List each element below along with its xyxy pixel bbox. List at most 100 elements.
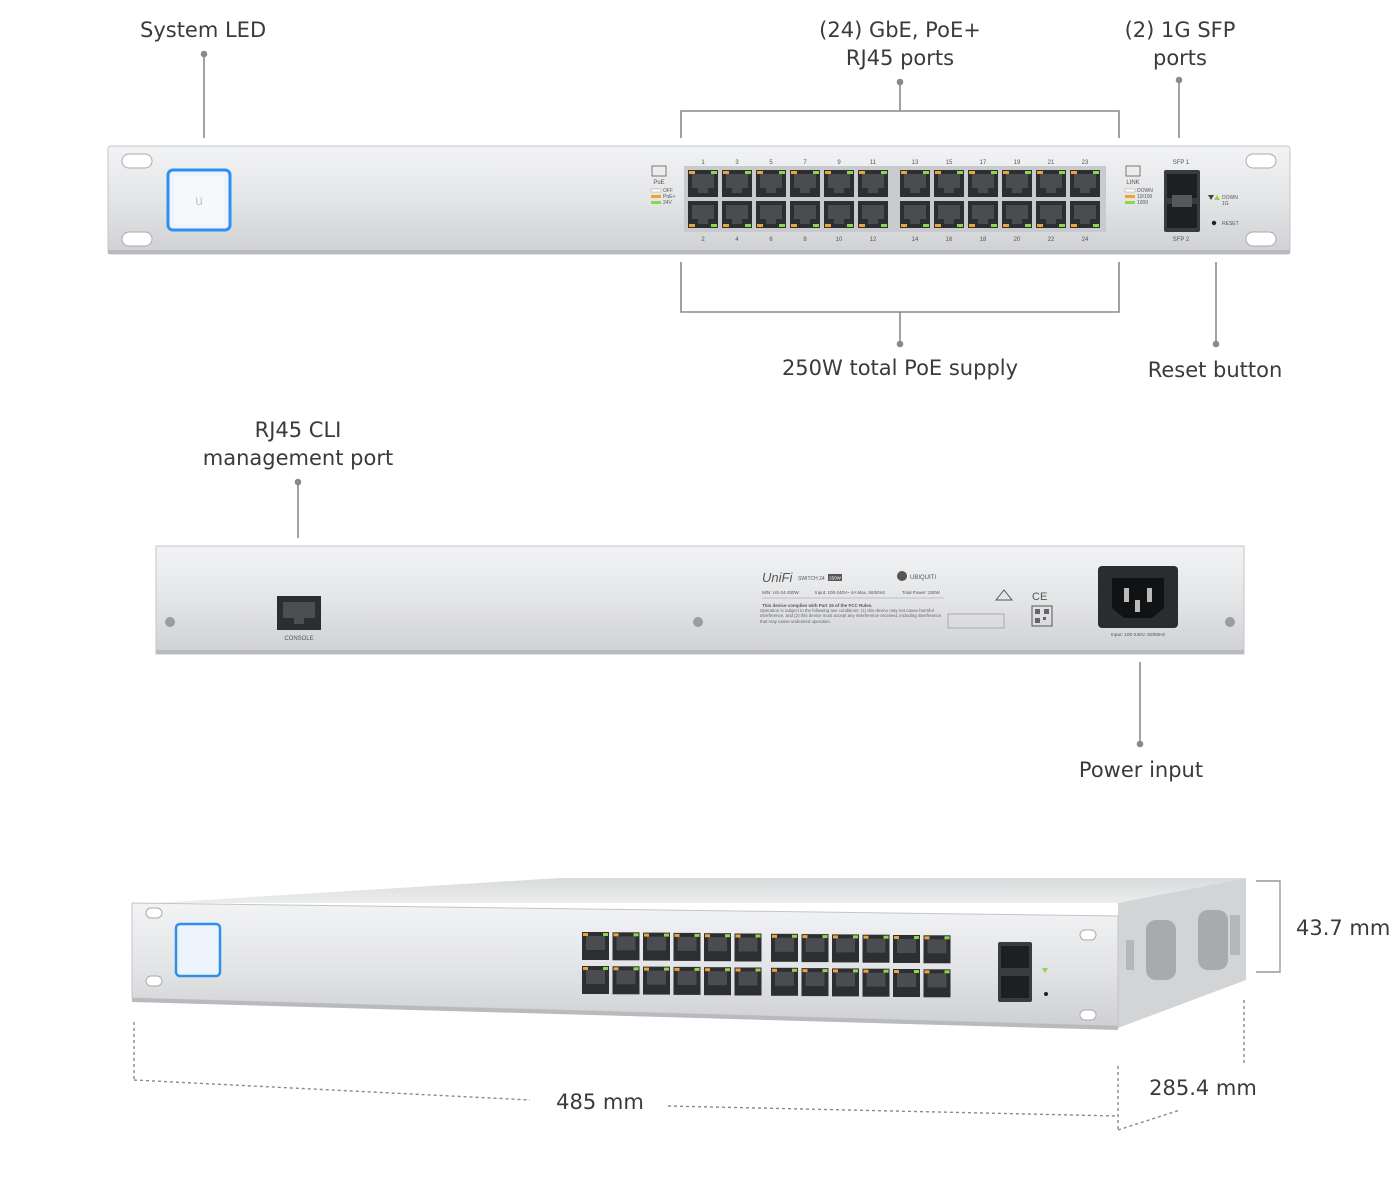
rj45-port (1002, 201, 1032, 228)
perspective-port-block (582, 932, 951, 998)
sfp2-label: SFP 2 (1173, 237, 1190, 243)
rj45-port (1002, 170, 1032, 197)
callout-power-input: Power input (1078, 758, 1204, 782)
rj45-port (934, 170, 964, 197)
port-number: 7 (803, 160, 807, 166)
rj45-port (790, 201, 820, 228)
callout-gbe-line2: RJ45 ports (845, 46, 955, 70)
perspective-rj45-port (832, 968, 859, 997)
callout-cli-line2: management port (202, 446, 394, 470)
callout-poe-supply: 250W total PoE supply (781, 356, 1019, 380)
port-number: 5 (769, 160, 773, 166)
perspective-rj45-port (832, 934, 859, 963)
fcc-text: Operation is subject to the following tw… (760, 608, 942, 624)
rj45-port (756, 170, 786, 197)
port-number: 17 (980, 160, 987, 166)
link-label: LINK (1126, 180, 1139, 186)
sfp-ports: SFP 1 SFP 2 DOWN 1G RESET (1164, 160, 1239, 243)
callout-cli-line1: RJ45 CLI (254, 418, 342, 442)
reset-label: RESET (1222, 221, 1239, 227)
front-panel: u PoE OFF PoE+ 24V 123456789101112131415… (107, 145, 1291, 255)
poe-legend-item: PoE+ (663, 194, 675, 200)
power-inlet-icon: Input: 100-240V, 50/60Hz (1098, 566, 1178, 638)
link-legend-item: DOWN (1137, 188, 1153, 194)
perspective-rj45-port (673, 932, 701, 961)
poe-legend-item: OFF (663, 188, 673, 194)
dimension-depth: 285.4 mm (1149, 1076, 1257, 1100)
port-number: 15 (946, 160, 953, 166)
link-legend: LINK DOWN 10/100 1000 (1124, 165, 1153, 206)
model-badge: SWITCH 24 (798, 576, 825, 582)
rj45-port (688, 201, 718, 228)
rj45-port (968, 201, 998, 228)
system-led-icon: u (166, 168, 232, 232)
port-number: 6 (769, 237, 773, 243)
poe-legend: PoE OFF PoE+ 24V (650, 165, 675, 206)
brand-label: UniFi (762, 570, 793, 585)
rj45-port (756, 201, 786, 228)
port-number: 21 (1048, 160, 1055, 166)
perspective-rj45-port (862, 968, 890, 997)
rj45-port (824, 201, 854, 228)
rj45-port (1070, 201, 1100, 228)
port-number: 18 (980, 237, 987, 243)
port-number: 10 (836, 237, 843, 243)
product-label: UniFi SWITCH 24 250W UBIQUITI M/N: US-24… (760, 570, 1053, 629)
poe-label: PoE (653, 180, 664, 186)
port-number: 22 (1048, 237, 1055, 243)
sfp1-label: SFP 1 (1173, 160, 1190, 166)
rj45-port (968, 170, 998, 197)
port-number: 3 (735, 160, 739, 166)
input-spec: Input: 100-240V~ 4A Max, 50/60Hz (815, 590, 886, 595)
maker-label: UBIQUITI (910, 575, 936, 581)
rj45-port (722, 170, 752, 197)
svg-text:u: u (195, 192, 203, 208)
perspective-rj45-port (893, 969, 920, 997)
reset-button-icon (1211, 220, 1217, 226)
rj45-port (790, 170, 820, 197)
callout-sfp-line1: (2) 1G SFP (1124, 18, 1236, 42)
svg-text:CE: CE (1032, 591, 1047, 603)
rj45-port (934, 201, 964, 228)
perspective-rj45-port (643, 966, 670, 995)
perspective-view (131, 878, 1246, 1030)
perspective-rj45-port (673, 966, 701, 995)
perspective-rj45-port (734, 967, 762, 996)
perspective-rj45-port (801, 934, 829, 963)
perspective-rj45-port (923, 969, 951, 998)
back-panel: CONSOLE UniFi SWITCH 24 250W UBIQUITI M/… (155, 545, 1245, 655)
callout-gbe-line1: (24) GbE, PoE+ (819, 18, 981, 42)
port-number: 4 (735, 237, 739, 243)
port-number: 24 (1082, 237, 1089, 243)
model-badge-power: 250W (829, 576, 842, 581)
callout-gbe-ports: (24) GbE, PoE+ RJ45 ports (800, 16, 1000, 72)
perspective-rj45-port (771, 933, 798, 962)
sfp-legend-item: DOWN (1222, 195, 1238, 201)
port-frame (684, 166, 1106, 232)
perspective-rj45-port (582, 966, 609, 994)
total-power: Total Power: 250W (902, 590, 941, 595)
perspective-rj45-port (612, 966, 640, 995)
perspective-rj45-port (771, 967, 798, 996)
power-rating: Input: 100-240V, 50/60Hz (1111, 632, 1166, 638)
fcc-title: This device complies with Part 15 of the… (762, 603, 873, 608)
console-label: CONSOLE (284, 636, 313, 642)
rj45-port (900, 201, 930, 228)
port-number: 20 (1014, 237, 1021, 243)
rj45-port (1070, 170, 1100, 197)
perspective-rj45-port (643, 932, 670, 961)
port-number: 1 (701, 160, 705, 166)
port-number: 9 (837, 160, 841, 166)
leader-lines (200, 50, 1220, 748)
perspective-system-led-icon (174, 922, 222, 978)
perspective-rj45-port (801, 968, 829, 997)
port-number: 16 (946, 237, 953, 243)
callout-sfp-line2: ports (1153, 46, 1207, 70)
callout-system-led: System LED (140, 18, 267, 42)
port-number: 11 (870, 160, 877, 166)
callout-sfp-ports: (2) 1G SFP ports (1110, 16, 1250, 72)
perspective-rj45-port (923, 935, 951, 964)
perspective-rj45-port (862, 934, 890, 963)
